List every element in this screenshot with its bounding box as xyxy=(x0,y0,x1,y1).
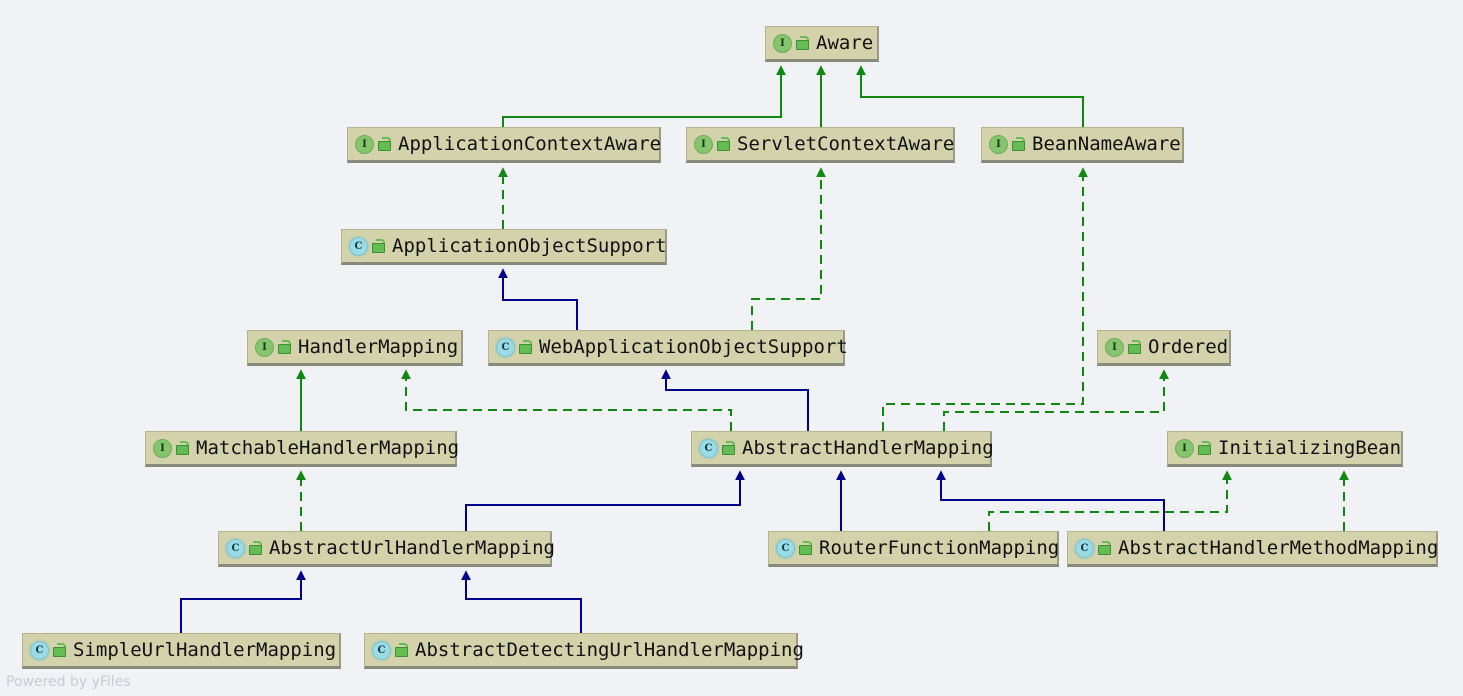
unlock-icon xyxy=(52,643,66,657)
node-label: InitializingBean xyxy=(1218,436,1402,459)
class-icon: C xyxy=(1075,538,1094,558)
node-abstract-handler-method-mapping[interactable]: C AbstractHandlerMethodMapping xyxy=(1067,531,1438,567)
node-initializing-bean[interactable]: I InitializingBean xyxy=(1167,431,1403,467)
node-application-object-support[interactable]: C ApplicationObjectSupport xyxy=(341,229,667,265)
interface-icon: I xyxy=(153,438,172,458)
node-servlet-context-aware[interactable]: I ServletContextAware xyxy=(686,127,955,163)
node-aware[interactable]: I Aware xyxy=(765,26,879,62)
node-label: WebApplicationObjectSupport xyxy=(539,335,848,358)
interface-icon: I xyxy=(355,134,374,154)
node-label: Ordered xyxy=(1148,335,1229,358)
node-handler-mapping[interactable]: I HandlerMapping xyxy=(247,330,463,366)
node-label: AbstractUrlHandlerMapping xyxy=(269,536,555,559)
unlock-icon xyxy=(248,541,262,555)
unlock-icon xyxy=(721,441,735,455)
yfiles-watermark: Powered by yFiles xyxy=(6,674,131,690)
unlock-icon xyxy=(1097,541,1111,555)
node-ordered[interactable]: I Ordered xyxy=(1097,330,1231,366)
interface-icon: I xyxy=(773,33,792,53)
node-simple-url-handler-mapping[interactable]: C SimpleUrlHandlerMapping xyxy=(22,633,341,669)
node-label: ApplicationContextAware xyxy=(398,132,662,155)
node-web-application-object-support[interactable]: C WebApplicationObjectSupport xyxy=(488,330,848,366)
unlock-icon xyxy=(1197,441,1211,455)
node-label: BeanNameAware xyxy=(1032,132,1181,155)
node-abstract-url-handler-mapping[interactable]: C AbstractUrlHandlerMapping xyxy=(218,531,555,567)
node-abstract-detecting-url-handler-mapping[interactable]: C AbstractDetectingUrlHandlerMapping xyxy=(364,633,804,669)
unlock-icon xyxy=(518,340,532,354)
unlock-icon xyxy=(1011,137,1025,151)
interface-icon: I xyxy=(1105,337,1124,357)
node-label: MatchableHandlerMapping xyxy=(196,436,460,459)
class-icon: C xyxy=(496,337,515,357)
unlock-icon xyxy=(795,36,809,50)
interface-icon: I xyxy=(1175,438,1194,458)
node-bean-name-aware[interactable]: I BeanNameAware xyxy=(981,127,1184,163)
node-label: ApplicationObjectSupport xyxy=(392,234,667,257)
unlock-icon xyxy=(716,137,730,151)
class-icon: C xyxy=(776,538,795,558)
node-label: AbstractHandlerMapping xyxy=(742,436,994,459)
unlock-icon xyxy=(798,541,812,555)
class-icon: C xyxy=(30,640,49,660)
interface-icon: I xyxy=(255,337,274,357)
node-label: HandlerMapping xyxy=(298,335,459,358)
node-label: ServletContextAware xyxy=(737,132,955,155)
node-application-context-aware[interactable]: I ApplicationContextAware xyxy=(347,127,661,163)
unlock-icon xyxy=(277,340,291,354)
node-router-function-mapping[interactable]: C RouterFunctionMapping xyxy=(768,531,1059,567)
node-label: RouterFunctionMapping xyxy=(819,536,1060,559)
unlock-icon xyxy=(394,643,408,657)
unlock-icon xyxy=(1127,340,1141,354)
class-icon: C xyxy=(372,640,391,660)
class-icon: C xyxy=(226,538,245,558)
node-matchable-handler-mapping[interactable]: I MatchableHandlerMapping xyxy=(145,431,460,467)
unlock-icon xyxy=(377,137,391,151)
interface-icon: I xyxy=(694,134,713,154)
unlock-icon xyxy=(371,239,385,253)
node-abstract-handler-mapping[interactable]: C AbstractHandlerMapping xyxy=(691,431,994,467)
class-icon: C xyxy=(349,236,368,256)
node-label: AbstractDetectingUrlHandlerMapping xyxy=(415,638,804,661)
node-label: Aware xyxy=(816,31,874,54)
class-icon: C xyxy=(699,438,718,458)
unlock-icon xyxy=(175,441,189,455)
node-label: SimpleUrlHandlerMapping xyxy=(73,638,337,661)
interface-icon: I xyxy=(989,134,1008,154)
node-label: AbstractHandlerMethodMapping xyxy=(1118,536,1439,559)
